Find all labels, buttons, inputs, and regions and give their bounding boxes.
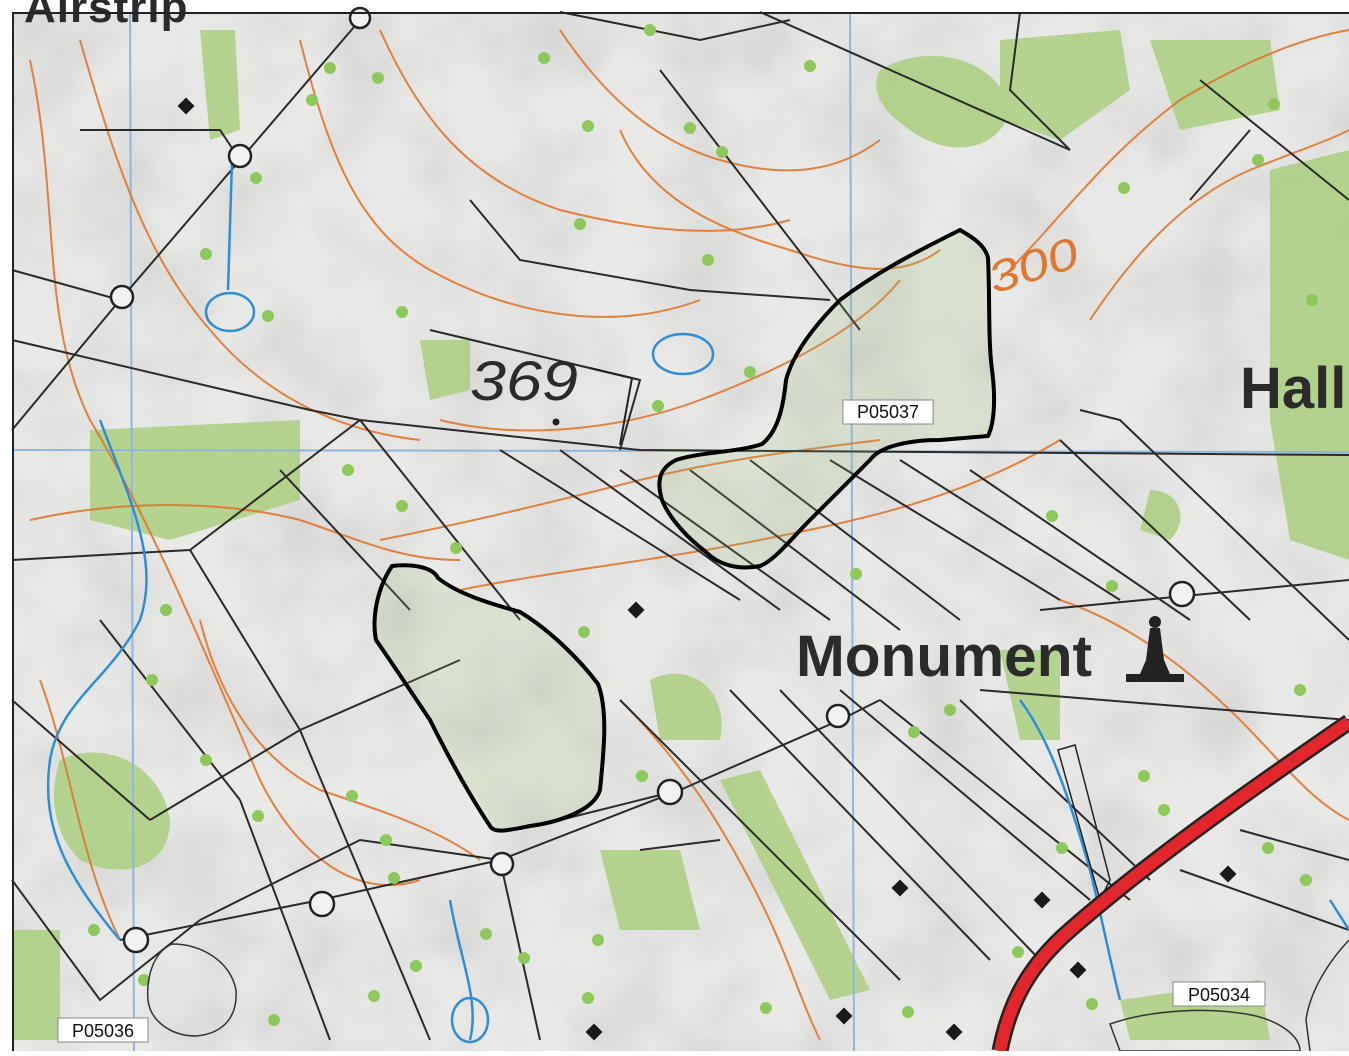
monument-icon [1126,616,1184,682]
parcel-east-outline[interactable] [1305,939,1349,1052]
parcel-south-outline[interactable] [372,563,607,833]
building-symbols [177,97,1237,1041]
parcel-p05037-outline[interactable] [657,227,997,570]
hall-label: Hall [1240,356,1346,421]
parcel-p05036-outline[interactable] [146,943,237,1037]
spot-height-point [552,418,560,426]
spot-height-label: 369 [470,349,578,412]
parcel-tag-p05034-text: P05034 [1188,985,1250,1005]
parcel-tag-p05037: P05037 [842,399,934,425]
main-road [991,714,1349,1053]
monument-label: Monument [796,624,1092,689]
parcel-tag-p05036-text: P05036 [72,1021,134,1041]
tree-symbols [88,24,1318,1026]
parcel-tag-p05037-text: P05037 [857,402,919,422]
airstrip-label: Airstrip [24,0,188,32]
parcel-tag-p05036: P05036 [57,1017,149,1043]
contour-lines [29,29,1349,1041]
water-features [46,159,1349,1044]
survey-markers [109,6,1196,954]
parcel-p05034-outline[interactable] [1109,1009,1301,1052]
parcel-tag-p05034: P05034 [1172,981,1266,1007]
spot-height-leader [589,367,634,446]
stream-corridor [1057,744,1111,903]
